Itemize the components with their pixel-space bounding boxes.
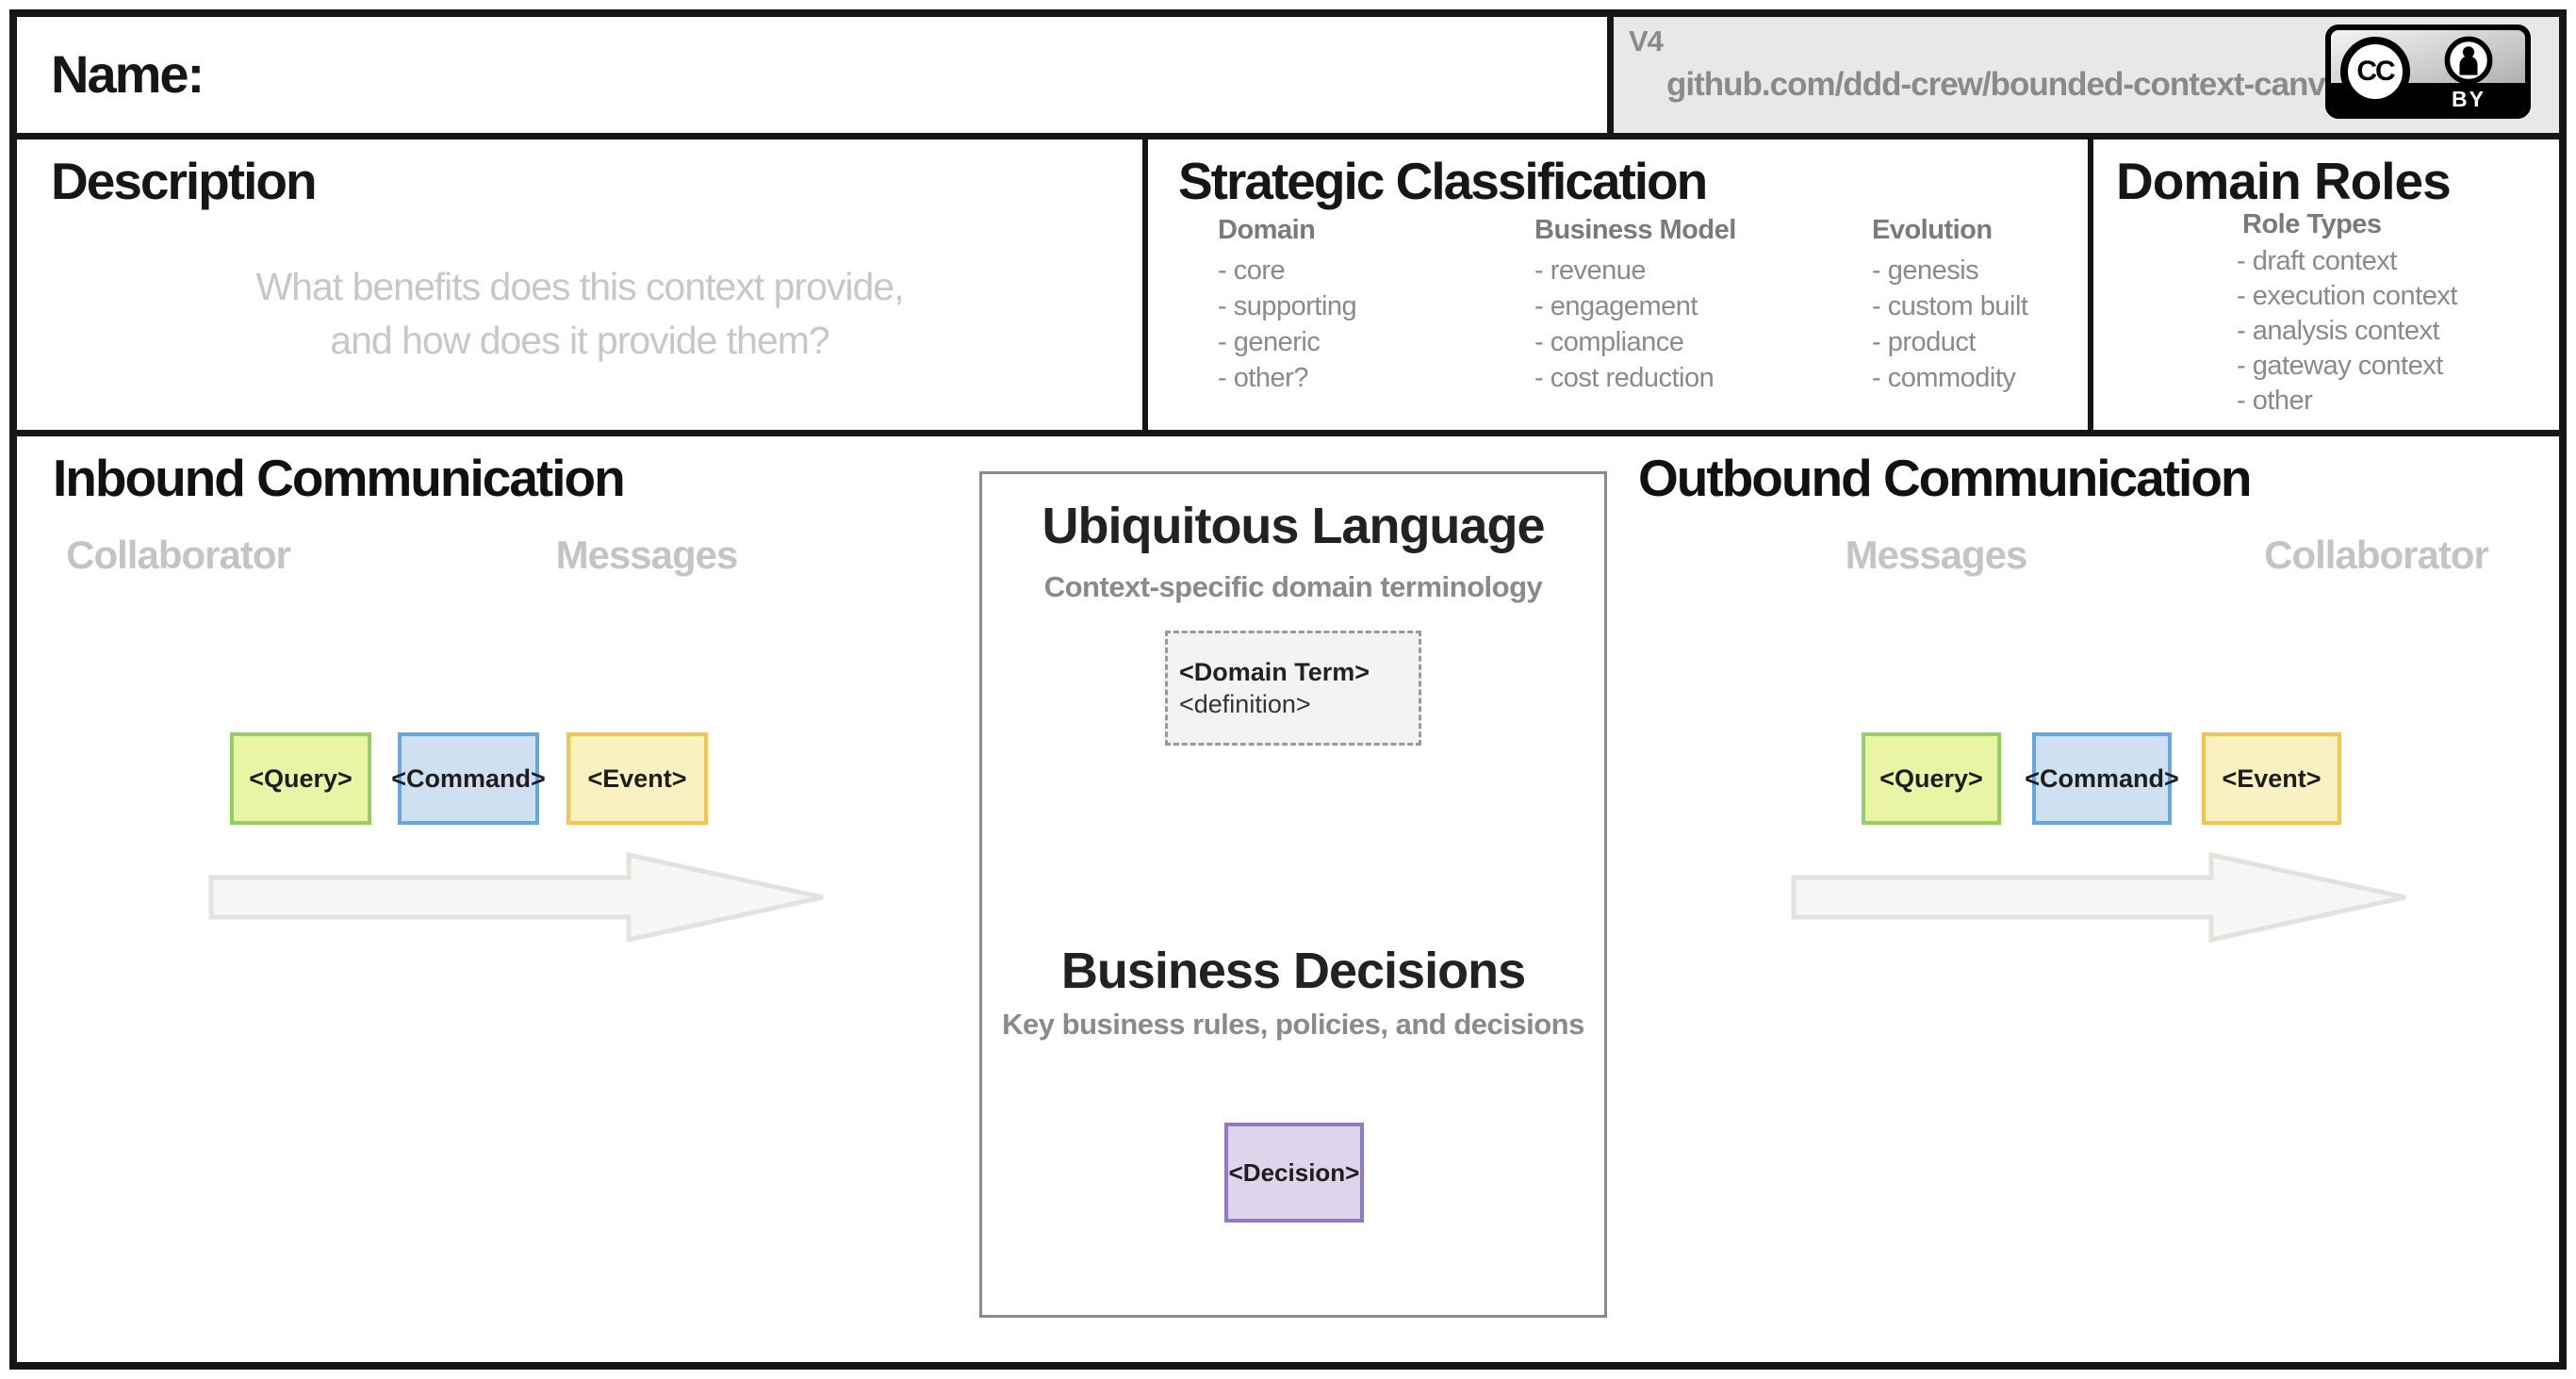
decision-card-label: <Decision> [1228, 1157, 1360, 1187]
arrow-shape [1791, 851, 2406, 944]
inbound-event-card[interactable]: <Event> [566, 732, 708, 825]
list-item: - analysis context [2237, 316, 2440, 346]
description-placeholder-line2: and how does it provide them? [330, 319, 829, 362]
arrow-shape [208, 851, 824, 944]
outbound-command-card-label: <Command> [2025, 763, 2179, 793]
column-header-evolution: Evolution [1872, 215, 1993, 245]
role-types-list: Role Types - draft context - execution c… [2237, 209, 2457, 419]
inbound-arrow [208, 851, 824, 944]
header-row: Name: V4 github.com/ddd-crew/bounded-con… [17, 17, 2559, 140]
list-item: - genesis [1872, 255, 1979, 286]
list-item: - execution context [2237, 281, 2457, 311]
domain-term-card[interactable]: <Domain Term> <definition> [1165, 631, 1421, 746]
inbound-event-card-label: <Event> [587, 763, 687, 793]
outbound-collaborator-label: Collaborator [2264, 533, 2489, 577]
list-item: - supporting [1218, 291, 1357, 321]
list-item: - compliance [1534, 327, 1684, 357]
list-item: - generic [1218, 327, 1321, 357]
list-item: - gateway context [2237, 351, 2443, 381]
decision-card[interactable]: <Decision> [1224, 1123, 1364, 1223]
inbound-query-card[interactable]: <Query> [230, 732, 371, 825]
list-item: - custom built [1872, 291, 2028, 321]
person-icon [2444, 36, 2493, 85]
cc-label: CC [2356, 56, 2395, 87]
description-placeholder-line1: What benefits does this context provide, [255, 265, 904, 308]
description-section: Description What benefits does this cont… [17, 140, 1148, 430]
business-decisions-title: Business Decisions [1060, 943, 1526, 999]
inbound-collaborator-label: Collaborator [66, 533, 291, 577]
repo-link[interactable]: github.com/ddd-crew/bounded-context-canv… [1666, 66, 2361, 103]
inbound-command-card[interactable]: <Command> [391, 732, 546, 825]
cc-by-badge[interactable]: CC BY [2325, 25, 2531, 119]
classification-row: Description What benefits does this cont… [17, 140, 2559, 436]
canvas-frame: Name: V4 github.com/ddd-crew/bounded-con… [9, 9, 2567, 1370]
outbound-communication-title: Outbound Communication [1638, 449, 2253, 507]
list-item: - other? [1218, 363, 1308, 393]
list-item: - commodity [1872, 363, 2016, 393]
outbound-arrow [1791, 851, 2406, 944]
domain-roles-section: Domain Roles Role Types - draft context … [2093, 140, 2559, 430]
name-section: Name: [17, 17, 1607, 133]
outbound-query-card-label: <Query> [1879, 763, 1983, 793]
strategic-column-evolution: Evolution - genesis - custom built - pro… [1872, 215, 2028, 396]
list-item: - revenue [1534, 255, 1647, 286]
outbound-event-card-label: <Event> [2222, 763, 2322, 793]
column-header-domain: Domain [1218, 215, 1316, 245]
strategic-classification-title: Strategic Classification [1178, 152, 1708, 210]
outbound-query-card[interactable]: <Query> [1862, 732, 2001, 825]
version-panel: V4 github.com/ddd-crew/bounded-context-c… [1607, 17, 2559, 133]
inbound-query-card-label: <Query> [249, 763, 353, 793]
domain-roles-title: Domain Roles [2116, 152, 2452, 210]
list-item: - product [1872, 327, 1976, 357]
by-label: BY [2452, 87, 2486, 111]
outbound-command-card[interactable]: <Command> [2025, 732, 2179, 825]
outbound-event-card[interactable]: <Event> [2202, 732, 2341, 825]
name-label: Name: [51, 44, 205, 104]
inbound-command-card-label: <Command> [391, 763, 546, 793]
center-panel: Ubiquitous Language Context-specific dom… [979, 471, 1607, 1318]
domain-term-definition: <definition> [1179, 690, 1311, 718]
cc-icon: CC [2340, 37, 2410, 107]
description-placeholder: What benefits does this context provide,… [17, 260, 1142, 368]
strategic-column-domain: Domain - core - supporting - generic - o… [1218, 215, 1357, 396]
ubiquitous-language-title: Ubiquitous Language [1042, 498, 1546, 554]
list-item: - cost reduction [1534, 363, 1715, 393]
role-types-header: Role Types [2242, 209, 2382, 239]
outbound-messages-label: Messages [1845, 533, 2028, 577]
list-item: - core [1218, 255, 1286, 286]
list-item: - other [2237, 386, 2313, 416]
inbound-communication-title: Inbound Communication [53, 449, 626, 507]
communication-row: Inbound Communication Collaborator Messa… [17, 436, 2559, 1362]
domain-term-label: <Domain Term> [1179, 658, 1370, 686]
inbound-messages-label: Messages [555, 533, 739, 577]
business-decisions-subtitle: Key business rules, policies, and decisi… [1002, 1008, 1584, 1041]
ubiquitous-language-subtitle: Context-specific domain terminology [1043, 570, 1543, 603]
list-item: - engagement [1534, 291, 1698, 321]
list-item: - draft context [2237, 246, 2397, 276]
description-title: Description [51, 152, 318, 210]
version-label: V4 [1629, 25, 1664, 57]
strategic-classification-section: Strategic Classification Domain - core -… [1148, 140, 2093, 430]
strategic-column-business-model: Business Model - revenue - engagement - … [1534, 215, 1736, 396]
column-header-business-model: Business Model [1534, 215, 1736, 245]
